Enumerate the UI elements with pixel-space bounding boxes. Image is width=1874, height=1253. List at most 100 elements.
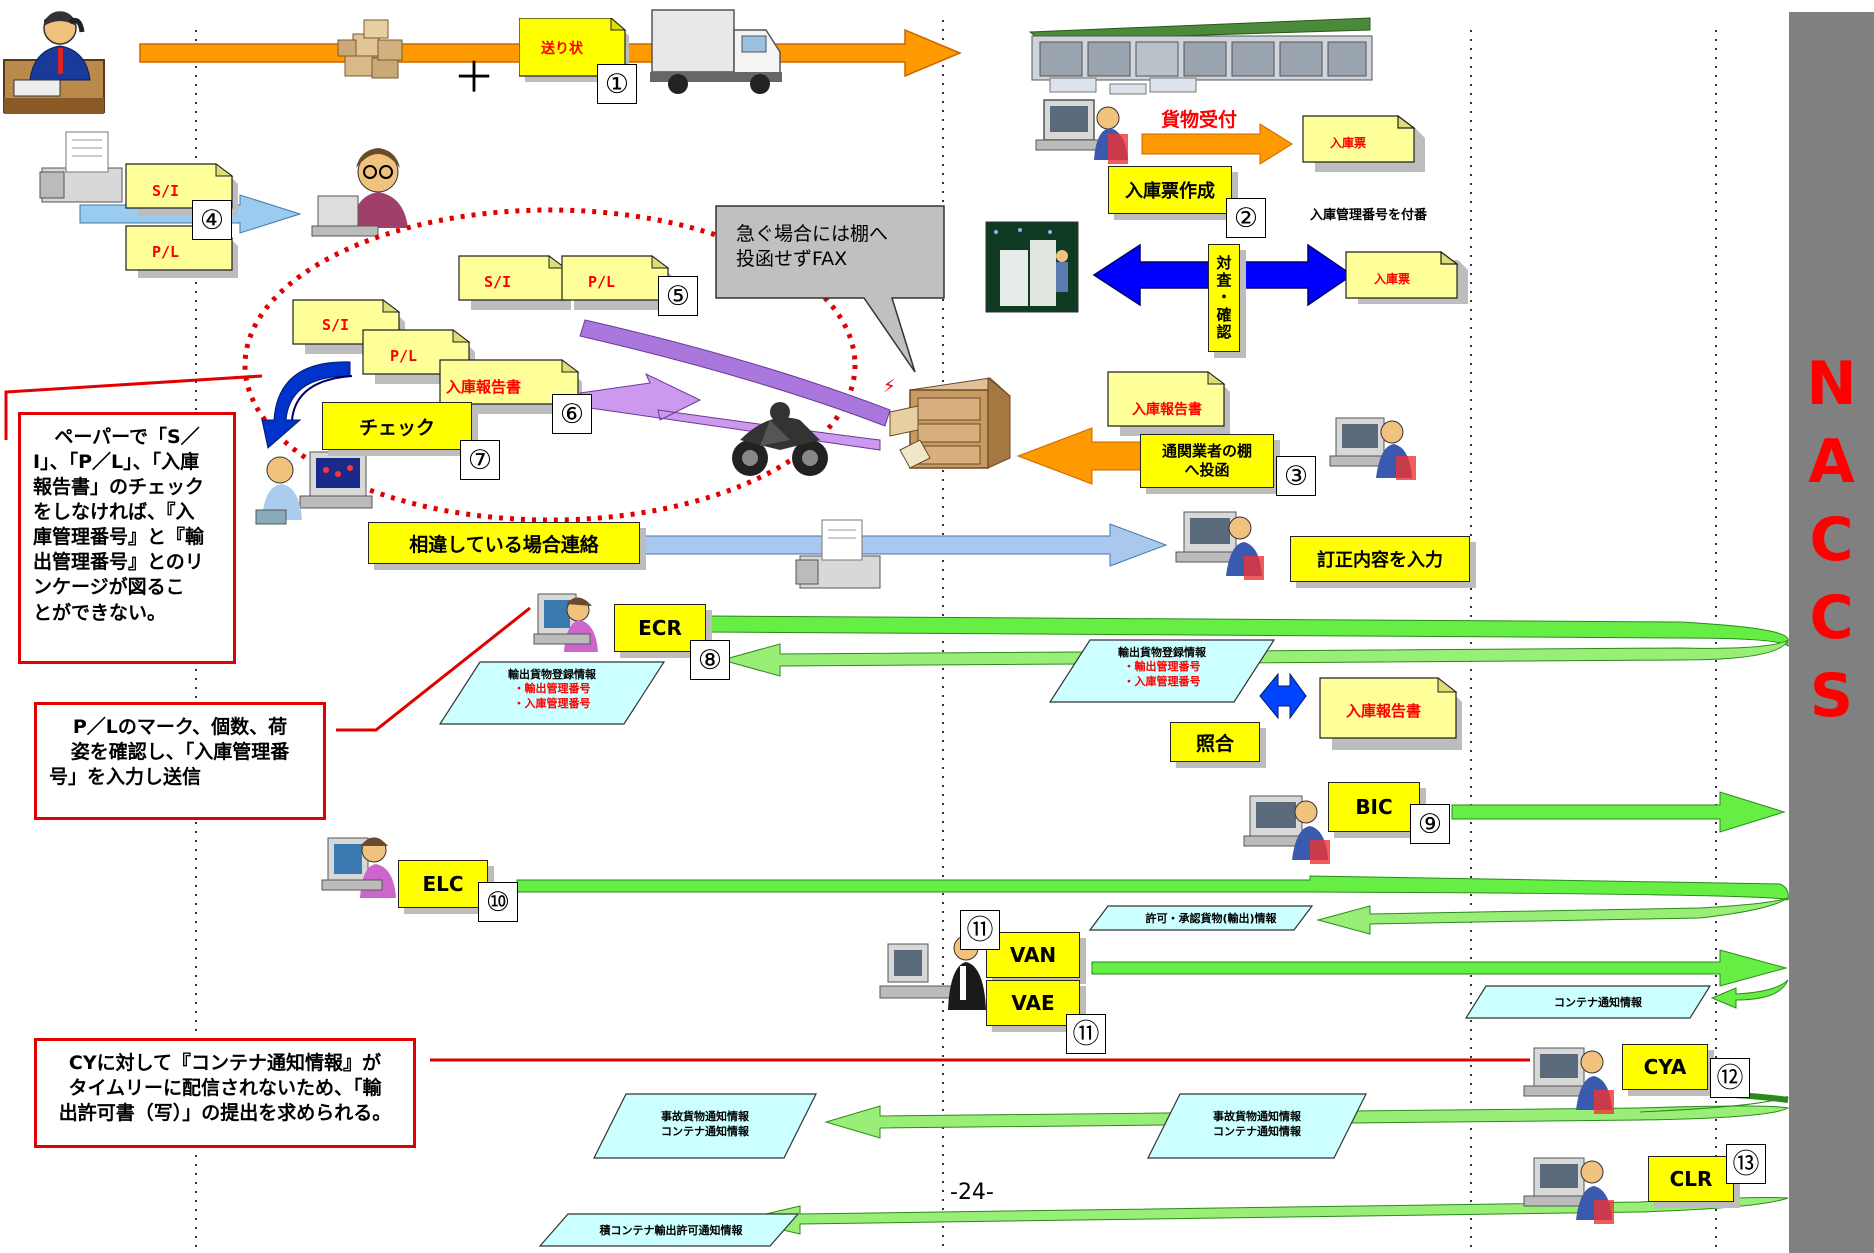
- paper-check-line-3: 報告書」のチェック: [33, 476, 205, 499]
- taisho-char-5: 認: [1216, 322, 1232, 341]
- fax-icon: [39, 131, 123, 203]
- step-number-6: ⑥: [552, 394, 592, 434]
- pl-mark-line-1: P／Lのマーク、個数、荷: [72, 716, 288, 738]
- blue-curved-arrow: [261, 361, 353, 449]
- paper-check-line-2: I」、「P／L」、「入庫: [33, 451, 200, 474]
- nacss-label: N A C C S: [1789, 345, 1874, 735]
- si-document-2: S/I: [458, 255, 571, 310]
- fax-callout-text: 急ぐ場合には棚へ 投函せずFAX: [736, 222, 888, 271]
- step-number-7: ⑦: [460, 440, 500, 480]
- paper-check-line-4: をしなければ、『入: [33, 501, 195, 524]
- nacss-letter-c2: C: [1809, 583, 1854, 653]
- lane-dividers: [195, 20, 1717, 1253]
- taisho-char-1: 対: [1216, 253, 1232, 272]
- motorcycle-icon: [732, 402, 828, 476]
- receiving-arrow: [1141, 123, 1293, 165]
- teisei-nyuryoku-box: 訂正内容を入力: [1290, 536, 1470, 582]
- van-box: VAN: [986, 932, 1080, 978]
- pl-mark-line-2: 姿を確認し、「入庫管理番: [70, 741, 290, 764]
- computer-operator-icon-5: [1243, 795, 1330, 864]
- taisho-char-2: 査: [1216, 271, 1232, 290]
- pl-mark-line-3: 号」を入力し送信: [49, 766, 202, 789]
- purple-arrow-cabinet-to-pl: [579, 319, 891, 427]
- nyuko-hokokusho-document-3: 入庫報告書: [1319, 676, 1462, 750]
- nacss-letter-s: S: [1809, 661, 1854, 731]
- nacss-letter-a: A: [1808, 427, 1855, 497]
- staff-woman-icon: [311, 148, 408, 237]
- bic-to-nacss-arrow: [1451, 791, 1786, 833]
- pl-mark-note: P／Lのマーク、個数、荷 姿を確認し、「入庫管理番 号」を入力し送信: [34, 702, 326, 820]
- jiko-right-text: 事故貨物通知情報 コンテナ通知情報: [1172, 1110, 1342, 1140]
- soui-renraku-box: 相違している場合連絡: [368, 522, 640, 564]
- jiko-left-line-2: コンテナ通知情報: [661, 1124, 749, 1138]
- computer-operator-icon-8: [1523, 1157, 1614, 1224]
- vae-box: VAE: [986, 980, 1080, 1026]
- shogo-box: 照合: [1170, 722, 1260, 762]
- nyukohyo-2-label: 入庫票: [1374, 271, 1410, 286]
- step-number-3: ③: [1276, 456, 1316, 496]
- nacss-letter-n: N: [1806, 349, 1857, 419]
- ecr-to-nacss-arrow: [707, 615, 1789, 648]
- truck-icon: [650, 9, 782, 94]
- nacss-letter-c1: C: [1809, 505, 1854, 575]
- paper-check-line-5: 庫管理番号』と『輸: [33, 526, 205, 549]
- paper-check-line-8: とができない。: [33, 601, 167, 624]
- page-number: -24-: [950, 1180, 994, 1205]
- nyukohyo-document: 入庫票: [1302, 114, 1425, 172]
- check-box: チェック: [322, 402, 472, 450]
- si-3-label: S/I: [322, 316, 349, 334]
- tsukan-tana-line-2: へ投函: [1184, 461, 1230, 479]
- nyuko-hokokusho-3-label: 入庫報告書: [1346, 702, 1421, 720]
- note-connector-lines: [4, 374, 1530, 1062]
- businessman-phone-icon: [3, 11, 105, 114]
- nacss-to-container-arrow: [1710, 979, 1789, 1009]
- boxes-icon: [337, 19, 403, 79]
- forklift-warehouse-icon: [985, 221, 1079, 313]
- jiko-right-line-2: コンテナ通知情報: [1213, 1124, 1301, 1138]
- yushutsu-left-line-2: ・輸出管理番号: [513, 682, 591, 696]
- jiko-right-parallelogram: [1147, 1093, 1367, 1159]
- step-number-8: ⑧: [690, 640, 730, 680]
- purple-arrow-motorcycle-to-report: [579, 372, 881, 451]
- fax-icon-2: [795, 519, 881, 589]
- van-to-nacss-arrow: [1091, 949, 1788, 987]
- jiko-left-text: 事故貨物通知情報 コンテナ通知情報: [620, 1110, 790, 1140]
- tsukan-tana-box: 通関業者の棚 へ投函: [1140, 434, 1274, 488]
- yushutsu-right-line-1: 輸出貨物登録情報: [1118, 646, 1206, 659]
- jiko-right-line-1: 事故貨物通知情報: [1213, 1110, 1301, 1123]
- shogo-double-arrow: [1259, 672, 1307, 720]
- taisho-kakunin-box: 対 査 ・ 確 認: [1208, 244, 1240, 352]
- paper-check-line-1: ペーパーで「S／: [54, 426, 200, 448]
- nyukohyo-sakusei-box: 入庫票作成: [1108, 166, 1232, 214]
- computer-operator-icon-3: [255, 451, 373, 525]
- nyukohyo-label: 入庫票: [1330, 135, 1366, 150]
- jiko-left-parallelogram: [593, 1093, 817, 1159]
- pl-document-2: P/L: [561, 255, 674, 310]
- svg-text:⚡: ⚡: [883, 376, 896, 397]
- computer-operator-woman-icon-2: [321, 837, 396, 898]
- pl-3-label: P/L: [390, 347, 417, 365]
- kyoka-text: 許可・承認貨物(輸出)情報: [1145, 912, 1277, 925]
- bic-box: BIC: [1328, 782, 1420, 832]
- cy-note-line-1: CYに対して『コンテナ通知情報』が: [68, 1052, 382, 1074]
- fax-callout: [715, 205, 945, 373]
- si-2-label: S/I: [484, 273, 511, 291]
- yushutsu-kamotsu-right-text: 輸出貨物登録情報 ・輸出管理番号 ・入庫管理番号: [1092, 646, 1232, 689]
- plus-sign: ＋: [453, 53, 495, 102]
- computer-operator-icon: [1035, 99, 1128, 164]
- taisho-char-4: 確: [1216, 305, 1232, 324]
- nyuko-hokokusho-label: 入庫報告書: [446, 378, 521, 396]
- elc-box: ELC: [398, 860, 488, 908]
- soui-renraku-arrow: [639, 523, 1168, 567]
- computer-operator-icon-4: [1175, 511, 1264, 580]
- nacss-to-tsumi-arrow: [739, 1197, 1789, 1235]
- nyukohyo-document-2: 入庫票: [1345, 250, 1468, 304]
- check-area-ellipse: [242, 207, 858, 523]
- nyuko-hokokusho-document: 入庫報告書: [439, 359, 582, 414]
- paper-check-note: ペーパーで「S／ I」、「P／L」、「入庫 報告書」のチェック をしなければ、『…: [18, 412, 236, 664]
- cy-note-line-3: 出許可書（写）」の提出を求められる。: [58, 1102, 392, 1125]
- okurijo-label: 送り状: [541, 41, 583, 57]
- elc-to-nacss-arrow: [516, 875, 1789, 901]
- cy-note-line-2: タイムリーに配信されないため、「輸: [68, 1077, 382, 1100]
